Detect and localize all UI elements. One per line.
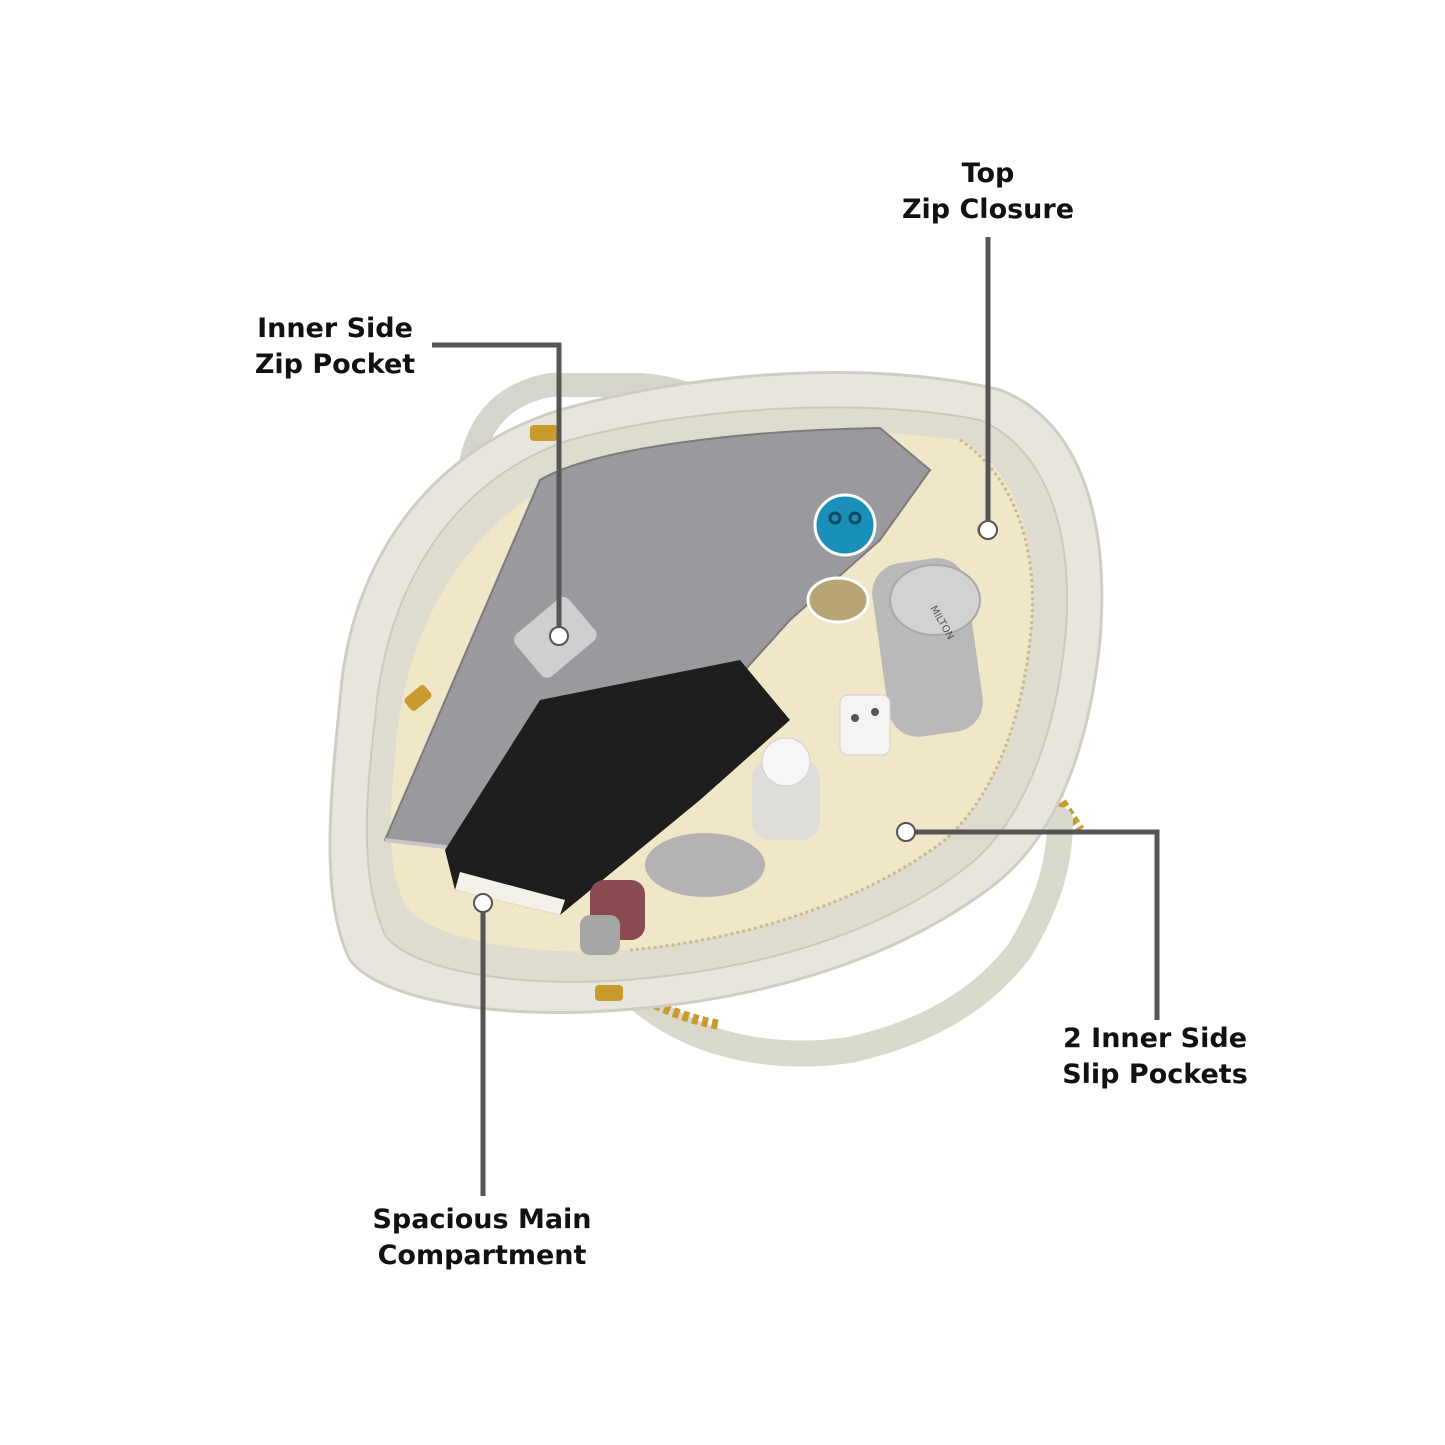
tin-can — [645, 833, 765, 897]
label-main-compartment-line1: Spacious Main — [372, 1204, 592, 1235]
charger-pin-left — [851, 714, 859, 722]
notebook-pages — [455, 872, 565, 915]
small-bottle — [752, 760, 820, 840]
label-main-compartment-line2: Compartment — [377, 1240, 587, 1271]
label-top-zip-closure: Top Zip Closure — [895, 156, 1081, 228]
spray-can — [580, 915, 620, 955]
smiley-face-icon — [813, 493, 877, 557]
label-slip-pockets-line2: Slip Pockets — [1062, 1059, 1248, 1090]
charger-pin-right — [871, 708, 879, 716]
map-sticker — [806, 576, 870, 624]
clasp-left — [404, 685, 432, 711]
white-dot-icon — [896, 822, 916, 842]
label-two-inner-side-slip-pockets: 2 Inner Side Slip Pockets — [1052, 1021, 1258, 1093]
label-inner-side-zip-pocket-line2: Zip Pocket — [254, 349, 416, 380]
notebook — [445, 660, 790, 915]
clasp-top-left — [530, 425, 558, 441]
small-bottle-cap — [761, 737, 811, 787]
white-dot-icon — [473, 893, 493, 913]
label-slip-pockets-line1: 2 Inner Side — [1062, 1023, 1248, 1054]
label-inner-side-zip-pocket: Inner Side Zip Pocket — [245, 311, 425, 383]
smiley-eye-right — [848, 511, 862, 525]
front-handle — [627, 807, 1073, 1067]
smiley-eye-left — [828, 511, 842, 525]
top-zipper — [629, 438, 1034, 952]
label-top-zip-closure-line2: Zip Closure — [901, 194, 1075, 225]
white-dot-icon — [549, 626, 569, 646]
white-dot-icon — [978, 520, 998, 540]
label-spacious-main-compartment: Spacious Main Compartment — [362, 1202, 602, 1274]
bottle-cap — [889, 564, 981, 636]
leader-line-inner-side-zip-pocket — [432, 342, 562, 636]
clasp-bottom — [595, 985, 623, 1001]
charger — [839, 694, 891, 756]
label-inner-side-zip-pocket-line1: Inner Side — [257, 313, 413, 344]
label-top-zip-closure-line1: Top — [961, 158, 1015, 189]
leader-line-slip-pockets — [906, 829, 1160, 1020]
